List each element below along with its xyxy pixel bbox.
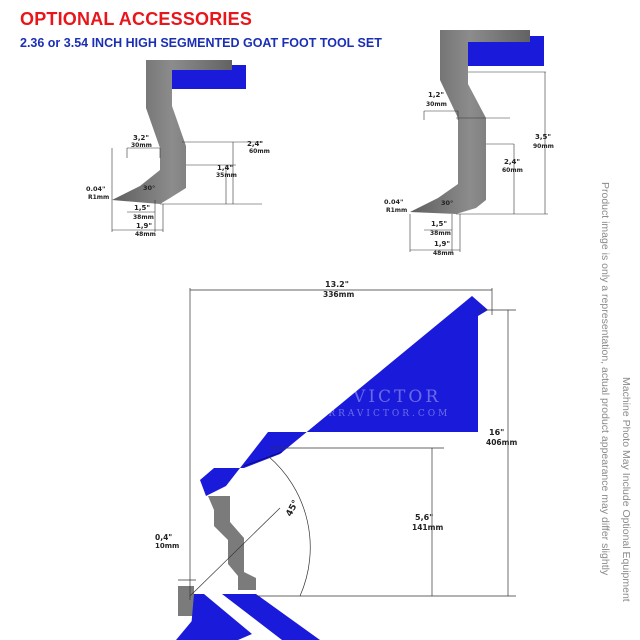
small-dim-radius-mm: R1mm [88, 194, 109, 201]
small-tool: 3,2" 30mm 2,4" 60mm 1,4" 35mm 0.04" R1mm… [86, 60, 270, 238]
holder-dim-tip-in: 0,4" [155, 533, 172, 542]
watermark-url: WWW.SIERRAVICTOR.COM [262, 409, 450, 419]
page-subtitle: 2.36 or 3.54 INCH HIGH SEGMENTED GOAT FO… [20, 36, 382, 50]
small-dim-base1-in: 1,5" [134, 204, 150, 212]
large-tool-profile [410, 30, 530, 214]
holder-assembly: 13.2" 336mm 16" 406mm 5,6" 141mm 0,4" 10… [155, 280, 517, 640]
watermark-brand: SIERRA VICTOR [258, 387, 441, 407]
large-dim-base2-in: 1,9" [434, 240, 450, 248]
holder-dim-width-mm: 336mm [323, 290, 354, 299]
holder-dim-low-mm: 141mm [412, 523, 443, 532]
large-dim-height-in: 3,5" [535, 133, 551, 141]
goat-foot-holder [200, 296, 488, 496]
large-dim-base1-in: 1,5" [431, 220, 447, 228]
small-dim-base2-mm: 48mm [135, 231, 156, 238]
holder-dim-low-in: 5,6" [415, 513, 433, 522]
small-dim-base2-in: 1,9" [136, 222, 152, 230]
large-dim-radius-in: 0.04" [384, 198, 403, 206]
left-post-gray [178, 586, 194, 616]
lower-corner-blue [176, 616, 212, 640]
small-dim-mid-mm: 35mm [216, 172, 237, 179]
lower-left-blue [190, 594, 252, 640]
small-dim-radius-in: 0.04" [86, 185, 105, 193]
small-angle-label: 30° [143, 184, 155, 192]
small-dim-top-mm: 30mm [131, 142, 152, 149]
large-dim-base1-mm: 38mm [430, 230, 451, 237]
lower-right-blue [222, 594, 320, 640]
punch-tool-gray [208, 496, 256, 590]
large-angle-label: 30° [441, 199, 453, 207]
holder-dim-height-in: 16" [489, 428, 504, 437]
holder-angle-label: 45° [285, 499, 302, 519]
large-dim-height-mm: 90mm [533, 143, 554, 150]
small-dim-height-in: 2,4" [247, 140, 263, 148]
holder-dim-width-in: 13.2" [325, 280, 349, 289]
small-dim-base1-mm: 38mm [133, 214, 154, 221]
large-dim-mid-in: 2,4" [504, 158, 520, 166]
large-tool: 1,2" 30mm 3,5" 90mm 2,4" 60mm 0.04" R1mm… [384, 30, 554, 257]
large-dim-mid-mm: 60mm [502, 167, 523, 174]
page-title: OPTIONAL ACCESSORIES [20, 9, 253, 29]
holder-dim-height-mm: 406mm [486, 438, 517, 447]
large-dim-top-in: 1,2" [428, 91, 444, 99]
small-dim-mid-in: 1,4" [217, 164, 233, 172]
large-dim-radius-mm: R1mm [386, 207, 407, 214]
holder-dim-tip-mm: 10mm [155, 542, 179, 550]
large-dim-base2-mm: 48mm [433, 250, 454, 257]
small-dim-height-mm: 60mm [249, 148, 270, 155]
large-dim-top-mm: 30mm [426, 101, 447, 108]
small-dim-top-in: 3,2" [133, 134, 149, 142]
small-tool-profile [112, 60, 232, 204]
